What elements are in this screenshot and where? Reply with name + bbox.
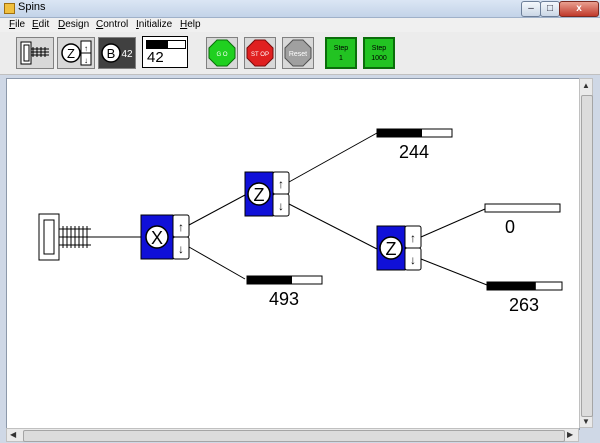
counter-244[interactable]: 244 [376, 128, 453, 162]
experiment-canvas[interactable]: X ↑ ↓ Z ↑ ↓ Z ↑ ↓ [6, 78, 580, 430]
experiment-diagram: X ↑ ↓ Z ↑ ↓ Z ↑ ↓ [38, 128, 563, 315]
app-icon [4, 3, 15, 14]
beam-icon: B 42 [101, 43, 133, 63]
step-1-count: 1 [339, 55, 343, 62]
counter-value: 42 [147, 49, 164, 66]
counter-244-value: 244 [399, 142, 429, 162]
vertical-scrollbar[interactable]: ▲ ▼ [579, 78, 593, 428]
beam-tool-button[interactable]: B 42 [98, 37, 136, 69]
close-button[interactable]: x [559, 1, 599, 17]
analyzer-z-upper-up-arrow: ↑ [278, 177, 284, 191]
analyzer-z-upper-down-arrow: ↓ [278, 199, 284, 213]
analyzer-z-icon: Z ↑ ↓ [61, 40, 92, 66]
horizontal-scroll-thumb[interactable] [23, 430, 565, 442]
counter-493-fill [247, 276, 292, 284]
analyzer-z-lower-down-arrow: ↓ [410, 253, 416, 267]
analyzer-z-lower[interactable]: Z ↑ ↓ [376, 225, 422, 271]
counter-263-value: 263 [509, 295, 539, 315]
menu-help[interactable]: Help [180, 19, 201, 30]
svg-text:↓: ↓ [84, 56, 88, 65]
scroll-down-icon[interactable]: ▼ [582, 417, 590, 426]
beam-tool-count: 42 [121, 49, 133, 60]
scroll-right-icon[interactable]: ▶ [567, 430, 574, 439]
beam-line-z2-down [420, 258, 488, 286]
analyzer-z-lower-down-port[interactable] [404, 247, 422, 271]
vertical-scroll-thumb[interactable] [581, 95, 593, 417]
go-octagon-icon: G O [208, 39, 236, 67]
scroll-up-icon[interactable]: ▲ [582, 81, 590, 90]
counter-0[interactable]: 0 [484, 203, 561, 237]
go-button[interactable]: G O [206, 37, 238, 69]
step-1-label: Step [333, 45, 349, 52]
counter-244-fill [377, 129, 422, 137]
window-title: Spins [18, 1, 46, 13]
reset-button[interactable]: Reset [282, 37, 314, 69]
counter-263[interactable]: 263 [486, 281, 563, 315]
analyzer-x-down-port[interactable] [172, 236, 190, 260]
counter-display: 42 [142, 36, 188, 68]
counter-263-fill [487, 282, 536, 290]
maximize-button[interactable]: □ [540, 1, 560, 17]
stop-label: ST OP [251, 52, 269, 58]
analyzer-x-label: X [151, 228, 163, 248]
beam-line-x-up [188, 194, 246, 226]
menu-control[interactable]: Control [96, 19, 129, 30]
counter-493[interactable]: 493 [246, 275, 323, 309]
step-1000-label: Step [371, 45, 387, 52]
reset-octagon-icon: Reset [284, 39, 312, 67]
menu-edit[interactable]: Edit [32, 19, 50, 30]
analyzer-z-upper[interactable]: Z ↑ ↓ [244, 171, 290, 217]
go-label: G O [216, 52, 227, 58]
svg-text:↑: ↑ [84, 44, 88, 53]
menu-initialize[interactable]: Initialize [136, 19, 173, 30]
oven-tool-button[interactable] [16, 37, 54, 69]
step-1000-count: 1000 [371, 55, 387, 62]
analyzer-x-up-arrow: ↑ [178, 220, 184, 234]
stop-button[interactable]: ST OP [244, 37, 276, 69]
menu-bar: File Edit Design Control Initialize Help [0, 18, 600, 32]
analyzer-x-down-arrow: ↓ [178, 242, 184, 256]
analyzer-z-lower-up-arrow: ↑ [410, 231, 416, 245]
beam-line-z1-up [288, 132, 378, 183]
minimize-button[interactable]: – [521, 1, 541, 17]
step-1-button[interactable]: Step 1 [325, 37, 357, 69]
counter-bar [146, 40, 186, 49]
oven-icon [20, 41, 49, 65]
analyzer-x[interactable]: X ↑ ↓ [140, 214, 190, 260]
reset-label: Reset [289, 51, 307, 58]
step-1000-button[interactable]: Step 1000 [363, 37, 395, 69]
title-bar: Spins – □ x [0, 0, 600, 18]
beam-line-x-down [188, 246, 246, 280]
counter-493-value: 493 [269, 289, 299, 309]
stop-octagon-icon: ST OP [246, 39, 274, 67]
menu-design[interactable]: Design [58, 19, 90, 30]
counter-bar-fill [147, 41, 168, 48]
menu-file[interactable]: File [9, 19, 26, 30]
analyzer-z-upper-label: Z [254, 185, 265, 205]
counter-0-value: 0 [505, 217, 515, 237]
horizontal-scrollbar[interactable]: ◀ ▶ [6, 428, 579, 442]
beam-line-z2-up [420, 208, 486, 238]
oven[interactable] [38, 213, 91, 261]
analyzer-tool-button[interactable]: Z ↑ ↓ [57, 37, 95, 69]
analyzer-tool-label: Z [67, 46, 75, 61]
beam-line-z1-down [288, 203, 378, 250]
analyzer-z-upper-down-port[interactable] [272, 193, 290, 217]
analyzer-z-lower-label: Z [386, 239, 397, 259]
scroll-left-icon[interactable]: ◀ [10, 430, 17, 439]
beam-tool-label: B [107, 46, 116, 61]
